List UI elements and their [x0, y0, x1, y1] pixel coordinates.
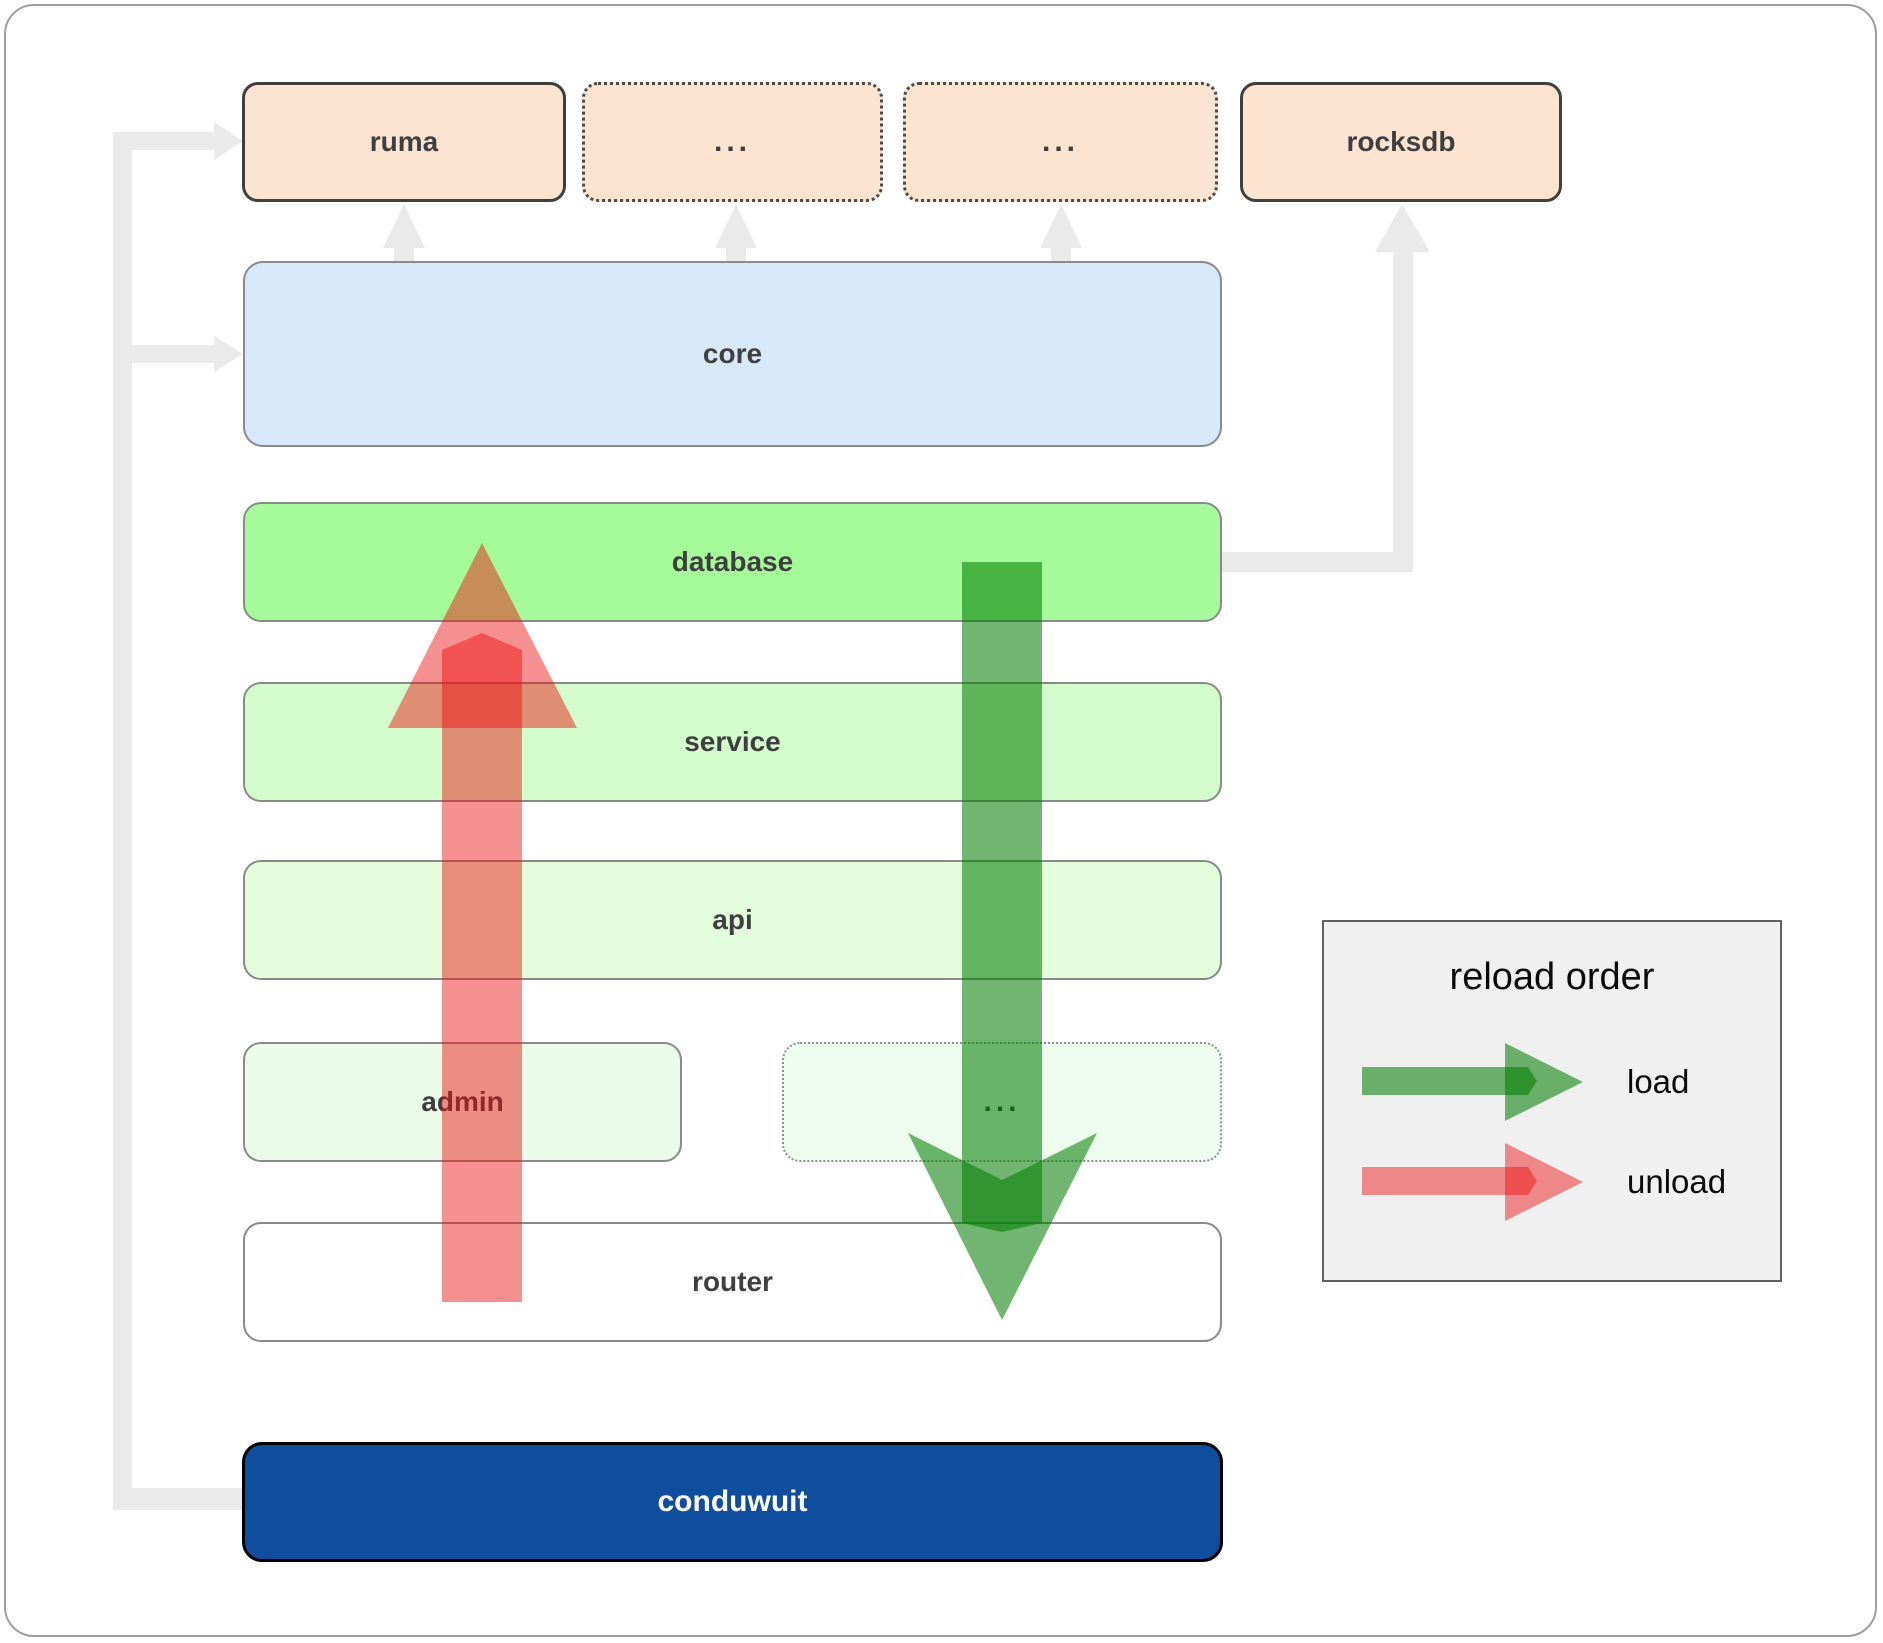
- box-database-label: database: [671, 546, 794, 577]
- legend-unload-label: unload: [1627, 1163, 1727, 1200]
- legend-load-label: load: [1627, 1063, 1690, 1100]
- box-service-label: service: [684, 726, 781, 757]
- box-router: router: [243, 1222, 1222, 1342]
- box-ellipsis-top-1-label: ...: [713, 125, 751, 158]
- box-ellipsis-top-2: ...: [903, 82, 1218, 202]
- box-admin-label: admin: [421, 1086, 504, 1117]
- box-ellipsis-top-2-label: ...: [1041, 125, 1079, 158]
- box-ellipsis-top-1: ...: [582, 82, 883, 202]
- box-rocksdb: rocksdb: [1240, 82, 1562, 202]
- box-ellipsis-admin-label: ...: [983, 1085, 1021, 1118]
- box-service: service: [243, 682, 1222, 802]
- box-conduwuit: conduwuit: [242, 1442, 1223, 1562]
- box-core-label: core: [702, 338, 763, 369]
- box-conduwuit-label: conduwuit: [657, 1485, 808, 1518]
- outer-frame: [4, 4, 1877, 1637]
- box-api: api: [243, 860, 1222, 980]
- box-ruma: ruma: [242, 82, 566, 202]
- box-ruma-label: ruma: [369, 126, 439, 157]
- box-rocksdb-label: rocksdb: [1346, 126, 1456, 157]
- box-database: database: [243, 502, 1222, 622]
- box-core: core: [243, 261, 1222, 447]
- box-api-label: api: [712, 904, 753, 935]
- legend-title: reload order: [1449, 956, 1655, 998]
- box-ellipsis-admin: ...: [782, 1042, 1222, 1162]
- box-router-label: router: [692, 1266, 773, 1297]
- box-admin: admin: [243, 1042, 682, 1162]
